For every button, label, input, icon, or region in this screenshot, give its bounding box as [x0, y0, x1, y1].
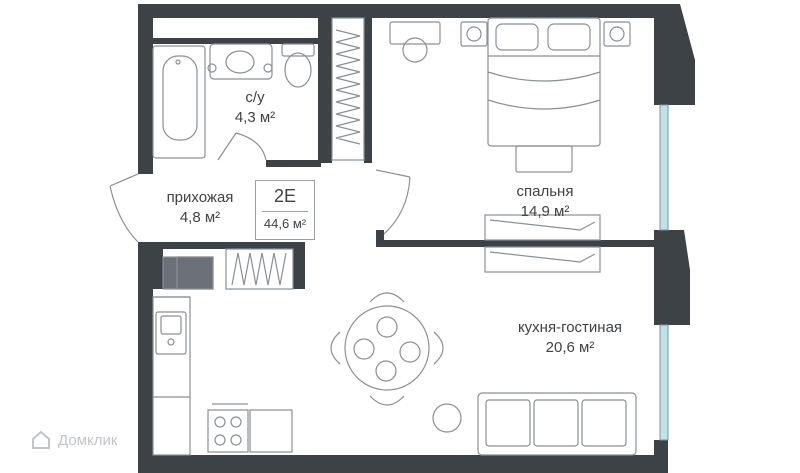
room-area: 14,9 м² — [520, 203, 570, 220]
room-label-hallway: прихожая 4,8 м² — [150, 188, 250, 228]
room-label-bathroom: с/у 4,3 м² — [210, 88, 300, 128]
sofa — [432, 392, 637, 456]
outer-walls — [138, 4, 695, 473]
watermark-text: Домклик — [58, 431, 118, 449]
bedroom-shelves — [484, 214, 601, 273]
room-label-kitchen-living: кухня-гостиная 20,6 м² — [495, 318, 645, 358]
unit-total-area: 44,6 м² — [263, 216, 307, 231]
room-name: спальня — [516, 183, 574, 200]
room-name: кухня-гостиная — [517, 319, 623, 336]
unit-divider — [262, 211, 308, 212]
wardrobes — [225, 17, 365, 290]
interior-walls — [153, 18, 654, 289]
room-name: прихожая — [166, 189, 234, 206]
bedroom-furniture — [389, 17, 631, 173]
room-label-bedroom: спальня 14,9 м² — [490, 182, 600, 222]
room-area: 20,6 м² — [545, 339, 595, 356]
kitchen-fixtures — [153, 311, 293, 453]
cabinets — [152, 256, 214, 456]
bathroom-fixtures — [152, 43, 315, 159]
house-icon — [32, 430, 50, 449]
room-name: с/у — [245, 89, 265, 106]
room-area: 4,8 м² — [179, 209, 221, 226]
unit-badge: 2E 44,6 м² — [255, 180, 315, 240]
windows — [659, 104, 669, 441]
watermark: Домклик — [30, 428, 117, 452]
dining-set — [330, 292, 444, 406]
doors — [109, 132, 411, 243]
room-area: 4,3 м² — [234, 109, 276, 126]
unit-code: 2E — [273, 186, 297, 206]
